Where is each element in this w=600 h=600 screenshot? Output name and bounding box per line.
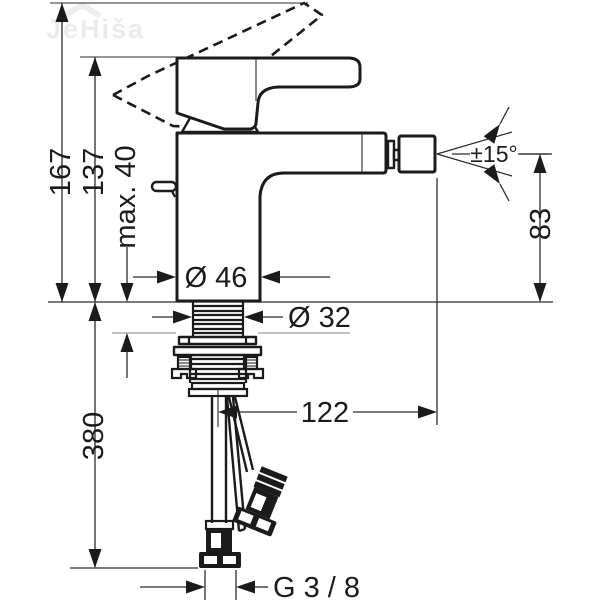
faucet-outline [150, 56, 437, 303]
mounting-hardware [170, 302, 265, 398]
dim-label-83: 83 [525, 208, 557, 240]
dim-spout-height: 83 [520, 153, 557, 302]
horseshoe-washer [177, 335, 258, 346]
dim-base-diameter: Ø 46 [133, 262, 330, 294]
shank-threads-lower [188, 355, 248, 383]
dim-label-167: 167 [45, 148, 77, 196]
hose-angled-connector [227, 396, 288, 537]
dim-height-body: 137 [78, 57, 110, 302]
hose-straight [199, 396, 241, 568]
shank-threads-upper [191, 302, 245, 337]
dim-label-122: 122 [301, 397, 349, 429]
dim-label-380: 380 [78, 412, 110, 460]
lever-handle [175, 56, 362, 131]
arrowhead-down [55, 283, 69, 302]
popup-rod-knob [150, 180, 178, 193]
aerator-icon [397, 134, 437, 174]
flange-plate [172, 345, 263, 357]
dim-spout-reach: 122 [218, 397, 437, 429]
shank-lip [187, 387, 249, 398]
watermark-house-icon [62, 1, 102, 19]
dim-label-angle: ±15° [470, 141, 517, 167]
dim-height-total: 167 [45, 3, 77, 302]
dim-swivel-angle: ±15° [436, 106, 550, 202]
popup-rod-stem [171, 190, 176, 198]
hose-nut-angled [232, 466, 288, 537]
arrowhead-up [55, 3, 69, 22]
supply-hoses [199, 396, 288, 568]
faucet-body [175, 131, 388, 303]
dim-label-d46: Ø 46 [185, 262, 248, 294]
dim-thread-size: G 3 / 8 [140, 572, 360, 600]
dim-label-max40: max. 40 [110, 145, 142, 248]
dim-deck-thickness: max. 40 [110, 145, 142, 378]
dim-hose-length: 380 [78, 302, 110, 568]
dim-label-g38: G 3 / 8 [273, 572, 360, 600]
dim-label-d32: Ø 32 [288, 302, 351, 334]
dim-shank-diameter: Ø 32 [152, 302, 351, 334]
dim-label-137: 137 [78, 148, 110, 196]
